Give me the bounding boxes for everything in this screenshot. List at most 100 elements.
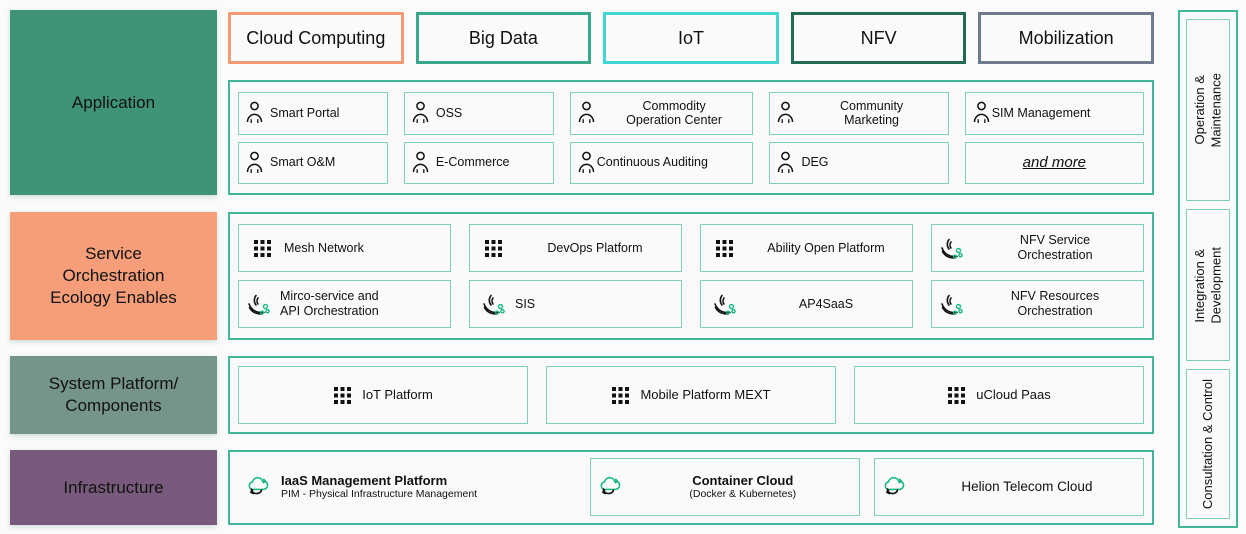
layer-label-infrastructure: Infrastructure <box>10 450 217 525</box>
person-icon <box>578 101 595 124</box>
app-item-label: Smart O&M <box>270 155 336 170</box>
dots-grid-icon <box>612 386 630 404</box>
layer-label-application: Application <box>10 10 217 195</box>
orchestration-icon <box>483 294 505 315</box>
inf-item-title: IaaS Management Platform <box>281 473 448 489</box>
dots-grid-icon <box>334 386 352 404</box>
service-items-grid: Mesh Network DevOps Platform Ability Ope… <box>238 224 1144 328</box>
layer-label-text: Application <box>71 92 156 112</box>
category-chip-row: Cloud Computing Big Data IoT NFV Mobiliz… <box>228 12 1154 64</box>
inf-item-iaas-management-platform[interactable]: IaaS Management Platform PIM - Physical … <box>238 458 576 516</box>
layer-label-system-platform: System Platform/ Components <box>10 356 217 434</box>
category-chip-big-data[interactable]: Big Data <box>415 12 592 64</box>
cloud-icon <box>884 476 905 495</box>
orchestration-icon <box>714 294 736 315</box>
svc-item-label: Ability Open Platform <box>767 240 885 255</box>
svc-item-ability-open-platform[interactable]: Ability Open Platform <box>700 224 913 272</box>
app-item-and-more[interactable]: and more <box>964 141 1144 184</box>
app-item-community-marketing[interactable]: Community Marketing <box>769 92 949 135</box>
app-item-smart-portal[interactable]: Smart Portal <box>238 92 388 135</box>
inf-item-helion-telecom-cloud[interactable]: Helion Telecom Cloud <box>873 458 1144 516</box>
orchestration-icon <box>941 238 963 259</box>
person-icon <box>778 101 794 124</box>
sys-item-label: Mobile Platform MEXT <box>640 387 771 403</box>
category-chip-iot[interactable]: IoT <box>603 12 779 64</box>
app-item-label: Commodity Operation Center <box>626 98 723 128</box>
inf-item-container-cloud[interactable]: Container Cloud (Docker & Kubernetes) <box>589 458 860 516</box>
category-chip-label: Mobilization <box>1018 27 1114 48</box>
system-items-grid: IoT Platform Mobile Platform MEXT uCloud… <box>238 366 1144 424</box>
app-item-label: Smart Portal <box>270 105 340 120</box>
sys-item-label: uCloud Paas <box>976 387 1051 403</box>
app-item-smart-om[interactable]: Smart O&M <box>238 141 388 184</box>
person-icon <box>778 151 794 173</box>
category-chip-mobilization[interactable]: Mobilization <box>978 12 1154 64</box>
layer-label-text: Infrastructure <box>63 477 164 497</box>
dots-grid-icon <box>485 239 502 257</box>
app-item-commodity-operation-center[interactable]: Commodity Operation Center <box>569 92 754 135</box>
sidebar-panel-operation-maintenance[interactable]: Operation & Maintenance <box>1186 19 1230 201</box>
svc-item-microservice-api-orchestration[interactable]: Mirco-service and API Orchestration <box>238 280 451 328</box>
svc-item-label: Mirco-service and API Orchestration <box>280 289 379 318</box>
sidebar-panel-label: Operation & Maintenance <box>1191 72 1223 148</box>
category-chip-label: IoT <box>677 27 704 48</box>
person-icon <box>578 151 595 173</box>
app-item-label: SIM Management <box>991 105 1091 120</box>
dots-grid-icon <box>254 239 271 257</box>
person-icon <box>246 151 263 173</box>
application-items-grid: Smart Portal OSS Commodity Operation Cen… <box>238 92 1144 184</box>
layer-label-text: System Platform/ Components <box>48 374 179 415</box>
inf-item-title: Container Cloud <box>692 473 794 489</box>
svc-item-sis[interactable]: SIS <box>469 280 682 328</box>
app-item-sim-management[interactable]: SIM Management <box>964 92 1144 135</box>
svc-item-nfv-service-orchestration[interactable]: NFV Service Orchestration <box>931 224 1144 272</box>
app-item-oss[interactable]: OSS <box>403 92 554 135</box>
category-chip-cloud-computing[interactable]: Cloud Computing <box>228 12 404 64</box>
svc-item-nfv-resources-orchestration[interactable]: NFV Resources Orchestration <box>931 280 1144 328</box>
inf-item-label: Container Cloud (Docker & Kubernetes) <box>633 473 853 501</box>
inf-item-title: Helion Telecom Cloud <box>961 479 1093 495</box>
layer-label-text: Service Orchestration Ecology Enables <box>50 244 177 307</box>
app-item-label: and more <box>1022 153 1087 171</box>
cloud-icon <box>248 476 269 495</box>
infrastructure-items-grid: IaaS Management Platform PIM - Physical … <box>238 458 1144 516</box>
dots-grid-icon <box>716 239 733 257</box>
inf-item-label: IaaS Management Platform PIM - Physical … <box>281 473 569 501</box>
app-item-label: Community Marketing <box>839 98 904 128</box>
person-icon <box>412 101 429 124</box>
person-icon <box>246 101 263 124</box>
sys-item-iot-platform[interactable]: IoT Platform <box>238 366 528 424</box>
svc-item-label: AP4SaaS <box>798 296 854 311</box>
inf-item-label: Helion Telecom Cloud <box>917 479 1137 495</box>
svc-item-ap4saas[interactable]: AP4SaaS <box>700 280 913 328</box>
svc-item-label: Mesh Network <box>284 240 364 255</box>
category-chip-label: NFV <box>860 27 897 48</box>
dots-grid-icon <box>948 386 966 404</box>
sidebar-panel-label: Integration & Development <box>1191 246 1223 324</box>
orchestration-icon <box>248 294 270 315</box>
cloud-icon <box>600 476 620 495</box>
app-item-label: DEG <box>801 155 829 170</box>
person-icon <box>412 151 429 173</box>
sys-item-label: IoT Platform <box>362 387 433 403</box>
sys-item-ucloud-paas[interactable]: uCloud Paas <box>854 366 1144 424</box>
category-chip-label: Cloud Computing <box>246 27 386 48</box>
app-item-label: OSS <box>435 105 463 120</box>
person-icon <box>973 101 989 124</box>
cross-cutting-sidebar: Operation & Maintenance Integration & De… <box>1178 10 1238 528</box>
svc-item-devops-platform[interactable]: DevOps Platform <box>469 224 682 272</box>
category-chip-label: Big Data <box>468 27 538 48</box>
sidebar-panel-integration-development[interactable]: Integration & Development <box>1186 209 1230 361</box>
app-item-deg[interactable]: DEG <box>769 141 949 184</box>
category-chip-nfv[interactable]: NFV <box>790 12 967 64</box>
app-item-label: Continuous Auditing <box>596 155 708 170</box>
sidebar-panel-label: Consultation & Control <box>1199 378 1215 510</box>
app-item-continuous-auditing[interactable]: Continuous Auditing <box>569 141 754 184</box>
app-item-label: E-Commerce <box>435 155 510 170</box>
app-item-e-commerce[interactable]: E-Commerce <box>403 141 554 184</box>
svc-item-mesh-network[interactable]: Mesh Network <box>238 224 451 272</box>
svc-item-label: SIS <box>515 296 536 311</box>
sidebar-panel-consultation-control[interactable]: Consultation & Control <box>1186 369 1230 519</box>
sys-item-mobile-platform-mext[interactable]: Mobile Platform MEXT <box>546 366 836 424</box>
